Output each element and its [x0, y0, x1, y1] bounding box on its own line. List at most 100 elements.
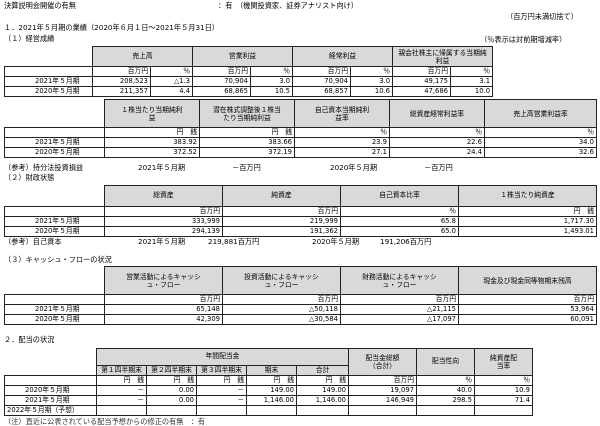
row-label: 2021年５月期: [4, 216, 105, 227]
dividend-cell: 149.00: [246, 385, 297, 396]
dividend-unit: 円 銭: [146, 375, 197, 386]
dividend-unit: 円 銭: [296, 375, 349, 386]
dividend-unit: ％: [474, 375, 533, 386]
cf-unit: 百万円: [340, 294, 459, 305]
dividend-cell: 0.00: [146, 395, 197, 406]
dividend-cell: [296, 405, 349, 416]
results-header-ordinary-income: 経常利益: [292, 46, 394, 67]
results-cell: 49,175: [392, 76, 452, 87]
table-row: 2021年５月期 208,523 △1.3 70,904 3.0 70,904 …: [4, 76, 597, 87]
dividend-footnote: （注）直近に公表されている配当予想からの修正の有無 ：有: [4, 417, 206, 426]
ratio-unit: ％: [484, 127, 597, 138]
dividend-corner: [4, 348, 97, 376]
ratio-cell: 372.52: [104, 147, 200, 158]
table-row: 2020年５月期 211,357 4.4 68,865 10.5 68,857 …: [4, 86, 597, 97]
financial-header-total-assets: 総資産: [104, 185, 223, 207]
results-cell: 68,865: [192, 86, 252, 97]
results-cell: 10.0: [450, 86, 494, 97]
briefing-label: 決算説明会開催の有無: [4, 1, 76, 10]
cf-cell: 42,309: [104, 314, 223, 325]
sub2-title: （２）財政状態: [4, 173, 55, 182]
equity-note-period2: 2020年５月期: [330, 163, 378, 172]
dividend-spacer: [533, 349, 597, 376]
equity-note-label: （参考）持分法投資損益: [4, 163, 84, 172]
dividend-cell: [146, 405, 197, 416]
results-spacer: [493, 87, 597, 97]
dividend-cell: －: [96, 385, 147, 396]
financial-cell: 333,999: [104, 216, 223, 227]
results-cell: 70,904: [192, 76, 252, 87]
ratio-unit: 円 銭: [199, 127, 295, 138]
results-unit: 百万円: [292, 66, 352, 77]
cf-header-financing: 財務活動によるキャッシュ・フロー: [340, 266, 459, 295]
cf-unit: 百万円: [458, 294, 597, 305]
row-label: 2020年５月期: [4, 86, 93, 97]
dividend-cell: －: [96, 395, 147, 406]
equity-note-value2: －百万円: [424, 163, 453, 172]
ratio-cell: 372.19: [199, 147, 295, 158]
dividend-cell: 149.00: [296, 385, 349, 396]
ratio-header-diluted-eps: 潜在株式調整後１株当たり当期純利益: [199, 99, 295, 128]
capital-note-value2: 191,206百万円: [380, 237, 432, 246]
unit-note: （百万円未満切捨て）: [506, 12, 578, 21]
ratio-cell: 24.4: [389, 147, 485, 158]
ratio-cell: 23.9: [294, 137, 390, 148]
row-label: 2021年５月期: [4, 76, 93, 87]
dividend-header-q3: 第３四半期末: [196, 365, 247, 376]
table-row: 2021年５月期 － 0.00 － 1,146.00 1,146.00 146,…: [4, 395, 597, 406]
cf-unit-blank: [4, 294, 105, 305]
dividend-cell: [416, 405, 475, 416]
financial-unit: 百万円: [222, 206, 341, 217]
equity-note-period1: 2021年５月期: [138, 163, 186, 172]
dividend-unit: 円 銭: [96, 375, 147, 386]
results-unit: 百万円: [392, 66, 452, 77]
results-unit: ％: [350, 66, 394, 77]
capital-note-label: （参考）自己資本: [4, 237, 62, 246]
table-row: 2021年５月期 65,148 △50,118 △21,115 53,964: [4, 304, 597, 315]
dividend-cell: －: [196, 385, 247, 396]
section1-title: １．2021年５月期の業績（2020年６月１日～2021年５月31日）: [4, 23, 219, 32]
cf-header-investing: 投資活動によるキャッシュ・フロー: [222, 266, 341, 295]
dividend-header-q2: 第２四半期末: [146, 365, 197, 376]
dividend-cell: 1,146.00: [296, 395, 349, 406]
dividend-cell: [96, 405, 147, 416]
dividend-header-q1: 第１四半期末: [96, 365, 147, 376]
financial-cell: 191,362: [222, 226, 341, 237]
results-spacer: [493, 77, 597, 87]
ratio-cell: 22.6: [389, 137, 485, 148]
dividend-cell: [474, 405, 533, 416]
dividend-unit: 円 銭: [246, 375, 297, 386]
dividend-cell: [196, 405, 247, 416]
dividend-cell: 71.4: [474, 395, 533, 406]
table-row: 2022年５月期（予想）: [4, 405, 597, 416]
financial-cell: 65.0: [340, 226, 459, 237]
dividend-header-total: 配当金総額（合計）: [348, 348, 417, 376]
results-corner: [4, 46, 93, 67]
ratio-unit: 円 銭: [104, 127, 200, 138]
ratio-header-roe: 自己資本当期純利益率: [294, 99, 390, 128]
results-header-sales: 売上高: [91, 46, 194, 67]
dividend-spacer: [533, 396, 597, 406]
dividend-table: 年間配当金 配当金総額（合計） 配当性向 純資産配当率 第１四半期末 第２四半期…: [4, 348, 597, 416]
ratio-header-roa: 総資産経常利益率: [389, 99, 485, 128]
dividend-spacer: [533, 376, 597, 386]
dividend-header-year-end: 期末: [246, 365, 297, 376]
ratio-cell: 383.92: [104, 137, 200, 148]
results-cell: 211,357: [92, 86, 151, 97]
ratio-header-eps: １株当たり当期純利益: [104, 99, 200, 128]
dividend-cell: 1,146.00: [246, 395, 297, 406]
table-row: 2021年５月期 333,999 219,999 65.8 1,717.30: [4, 216, 597, 227]
ratio-cell: 32.6: [484, 147, 597, 158]
ratio-unit-blank: [4, 127, 105, 138]
capital-note-period1: 2021年５月期: [138, 237, 186, 246]
row-label: 2021年５月期: [4, 395, 97, 406]
results-header-operating-income: 営業利益: [192, 46, 294, 67]
results-unit: ％: [149, 66, 194, 77]
results-unit: 百万円: [192, 66, 252, 77]
table-row: 2020年５月期 372.52 372.19 27.1 24.4 32.6: [4, 147, 597, 158]
briefing-value: ：有 （機関投資家、証券アナリスト向け）: [218, 1, 359, 10]
dividend-unit: 円 銭: [196, 375, 247, 386]
cf-cell: △30,584: [222, 314, 341, 325]
financial-cell: 1,717.30: [458, 216, 597, 227]
row-label: 2021年５月期: [4, 137, 105, 148]
